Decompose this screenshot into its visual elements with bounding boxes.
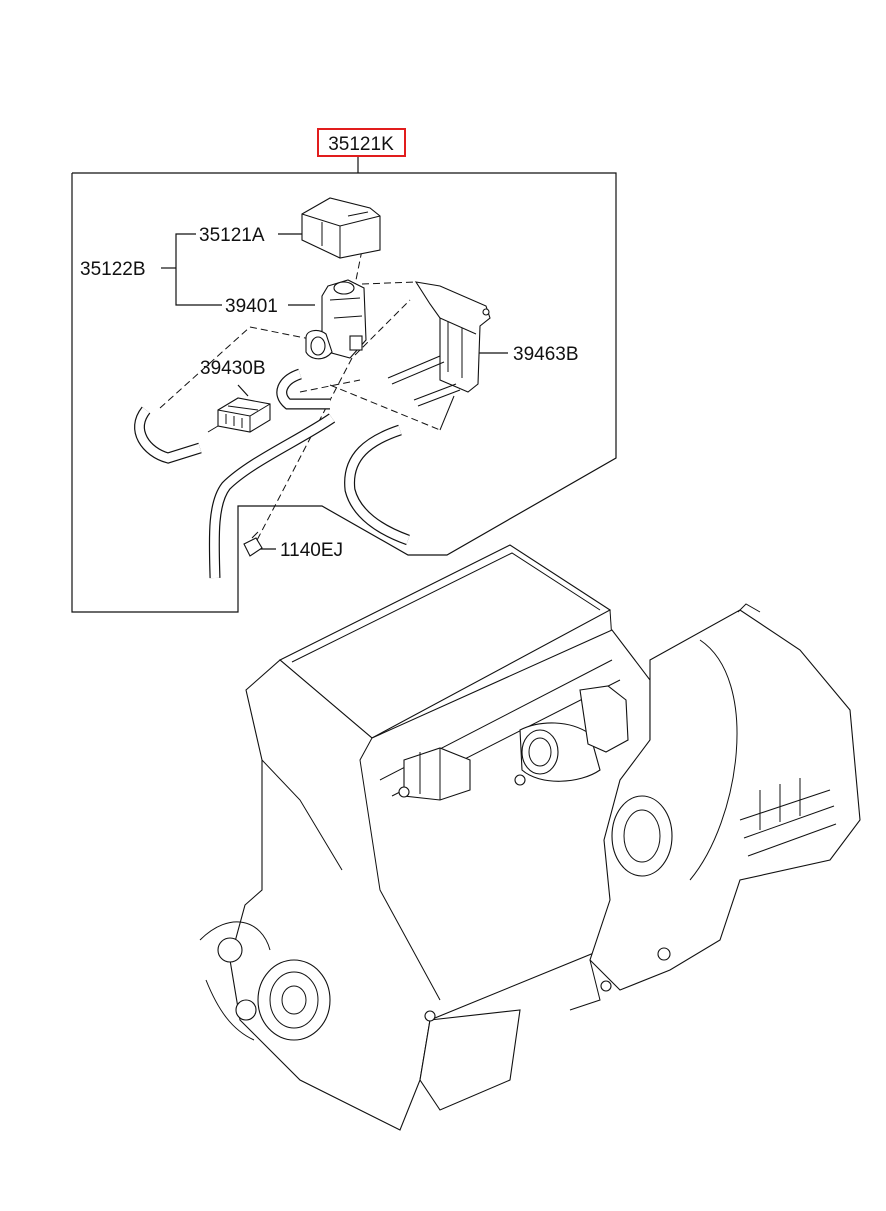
callout-sensor-group[interactable]: 35122B — [80, 259, 146, 280]
sensor-cover — [301, 197, 381, 259]
engine-illustration — [199, 544, 861, 1131]
vapor-filter — [207, 397, 271, 433]
assembly-guides — [159, 239, 441, 545]
assembly-frame — [71, 156, 617, 613]
solenoid-valve — [305, 279, 367, 360]
mounting-bolt — [243, 531, 263, 557]
callout-sensor-cover[interactable]: 35121A — [199, 225, 265, 246]
callout-assembly[interactable]: 35121K — [317, 128, 406, 157]
callout-valve[interactable]: 39401 — [225, 296, 278, 317]
group-bracket — [161, 233, 222, 306]
callout-bolt[interactable]: 1140EJ — [280, 540, 343, 561]
callout-filter[interactable]: 39430B — [200, 358, 266, 379]
callout-assembly-label: 35121K — [328, 134, 394, 155]
callout-bracket[interactable]: 39463B — [513, 344, 579, 365]
hose-long — [208, 413, 336, 579]
hose-small-curve — [276, 368, 330, 410]
hose-left-bend — [134, 406, 202, 464]
highlight-box — [317, 128, 406, 157]
mounting-bracket — [387, 281, 491, 431]
hose-right-curve — [344, 424, 410, 546]
